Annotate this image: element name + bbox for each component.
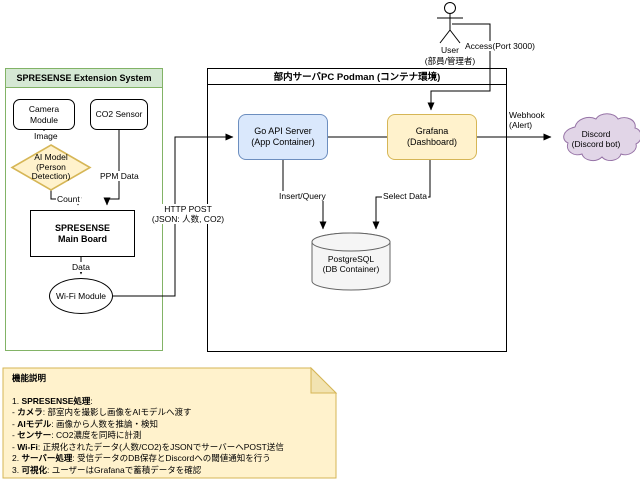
edge-co2-to-mainboard <box>103 130 120 206</box>
edge-user-to-grafana <box>427 23 491 111</box>
edge-label-access-port: Access(Port 3000) <box>464 41 536 52</box>
user-label: User (部員/管理者) <box>424 45 476 66</box>
note-line: - AIモデル: 画像から人数を推論・検知 <box>12 418 158 429</box>
ai-model-diamond <box>10 144 92 191</box>
user-actor-icon <box>437 2 463 44</box>
go-api-server-node: Go API Server (App Container) <box>238 114 328 160</box>
postgres-label: PostgreSQL (DB Container) <box>322 254 380 274</box>
note-line: 1. SPRESENSE処理: <box>12 395 93 406</box>
edge-label-ppm-data: PPM Data <box>99 171 140 182</box>
note-shape <box>2 367 337 479</box>
grafana-node: Grafana (Dashboard) <box>387 114 477 160</box>
edge-label-select-data: Select Data <box>382 191 428 202</box>
postgres-cylinder-top <box>311 232 391 252</box>
camera-module-node: Camera Module <box>13 99 75 130</box>
extension-system-title: SPRESENSE Extension System <box>5 68 163 88</box>
note-title: 機能説明 <box>12 373 47 383</box>
edge-label-data: Data <box>71 262 91 273</box>
edge-label-http-post: HTTP POST (JSON: 人数, CO2) <box>136 204 240 225</box>
note-fold-corner <box>310 366 338 394</box>
edge-label-image: Image <box>33 131 59 142</box>
edge-label-webhook: Webhook (Alert) <box>509 110 545 131</box>
co2-sensor-node: CO2 Sensor <box>90 99 148 130</box>
wifi-module-node: Wi-Fi Module <box>49 278 113 314</box>
server-container-title: 部内サーバPC Podman (コンテナ環境) <box>207 68 507 85</box>
note-text-block: 機能説明 1. SPRESENSE処理: - カメラ: 部室内を撮影し画像をAI… <box>12 373 328 476</box>
note-line: - Wi-Fi: 正規化されたデータ(人数/CO2)をJSONでサーバーへPOS… <box>12 441 284 452</box>
main-board-node: SPRESENSE Main Board <box>30 210 135 257</box>
edge-label-count: Count <box>56 194 81 205</box>
discord-label: Discord (Discord bot) <box>571 129 621 149</box>
ai-model-label: AI Model (Person Detection) <box>31 151 71 182</box>
note-line: 3. 可視化: ユーザーはGrafanaで蓄積データを確認 <box>12 464 202 475</box>
note-line: - センサー: CO2濃度を同時に計測 <box>12 430 142 440</box>
note-line: - カメラ: 部室内を撮影し画像をAIモデルへ渡す <box>12 407 192 417</box>
discord-cloud <box>563 113 640 162</box>
note-line: 2. サーバー処理: 受信データのDB保存とDiscordへの閾値通知を行う <box>12 453 271 463</box>
edge-label-insert-query: Insert/Query <box>278 191 327 202</box>
